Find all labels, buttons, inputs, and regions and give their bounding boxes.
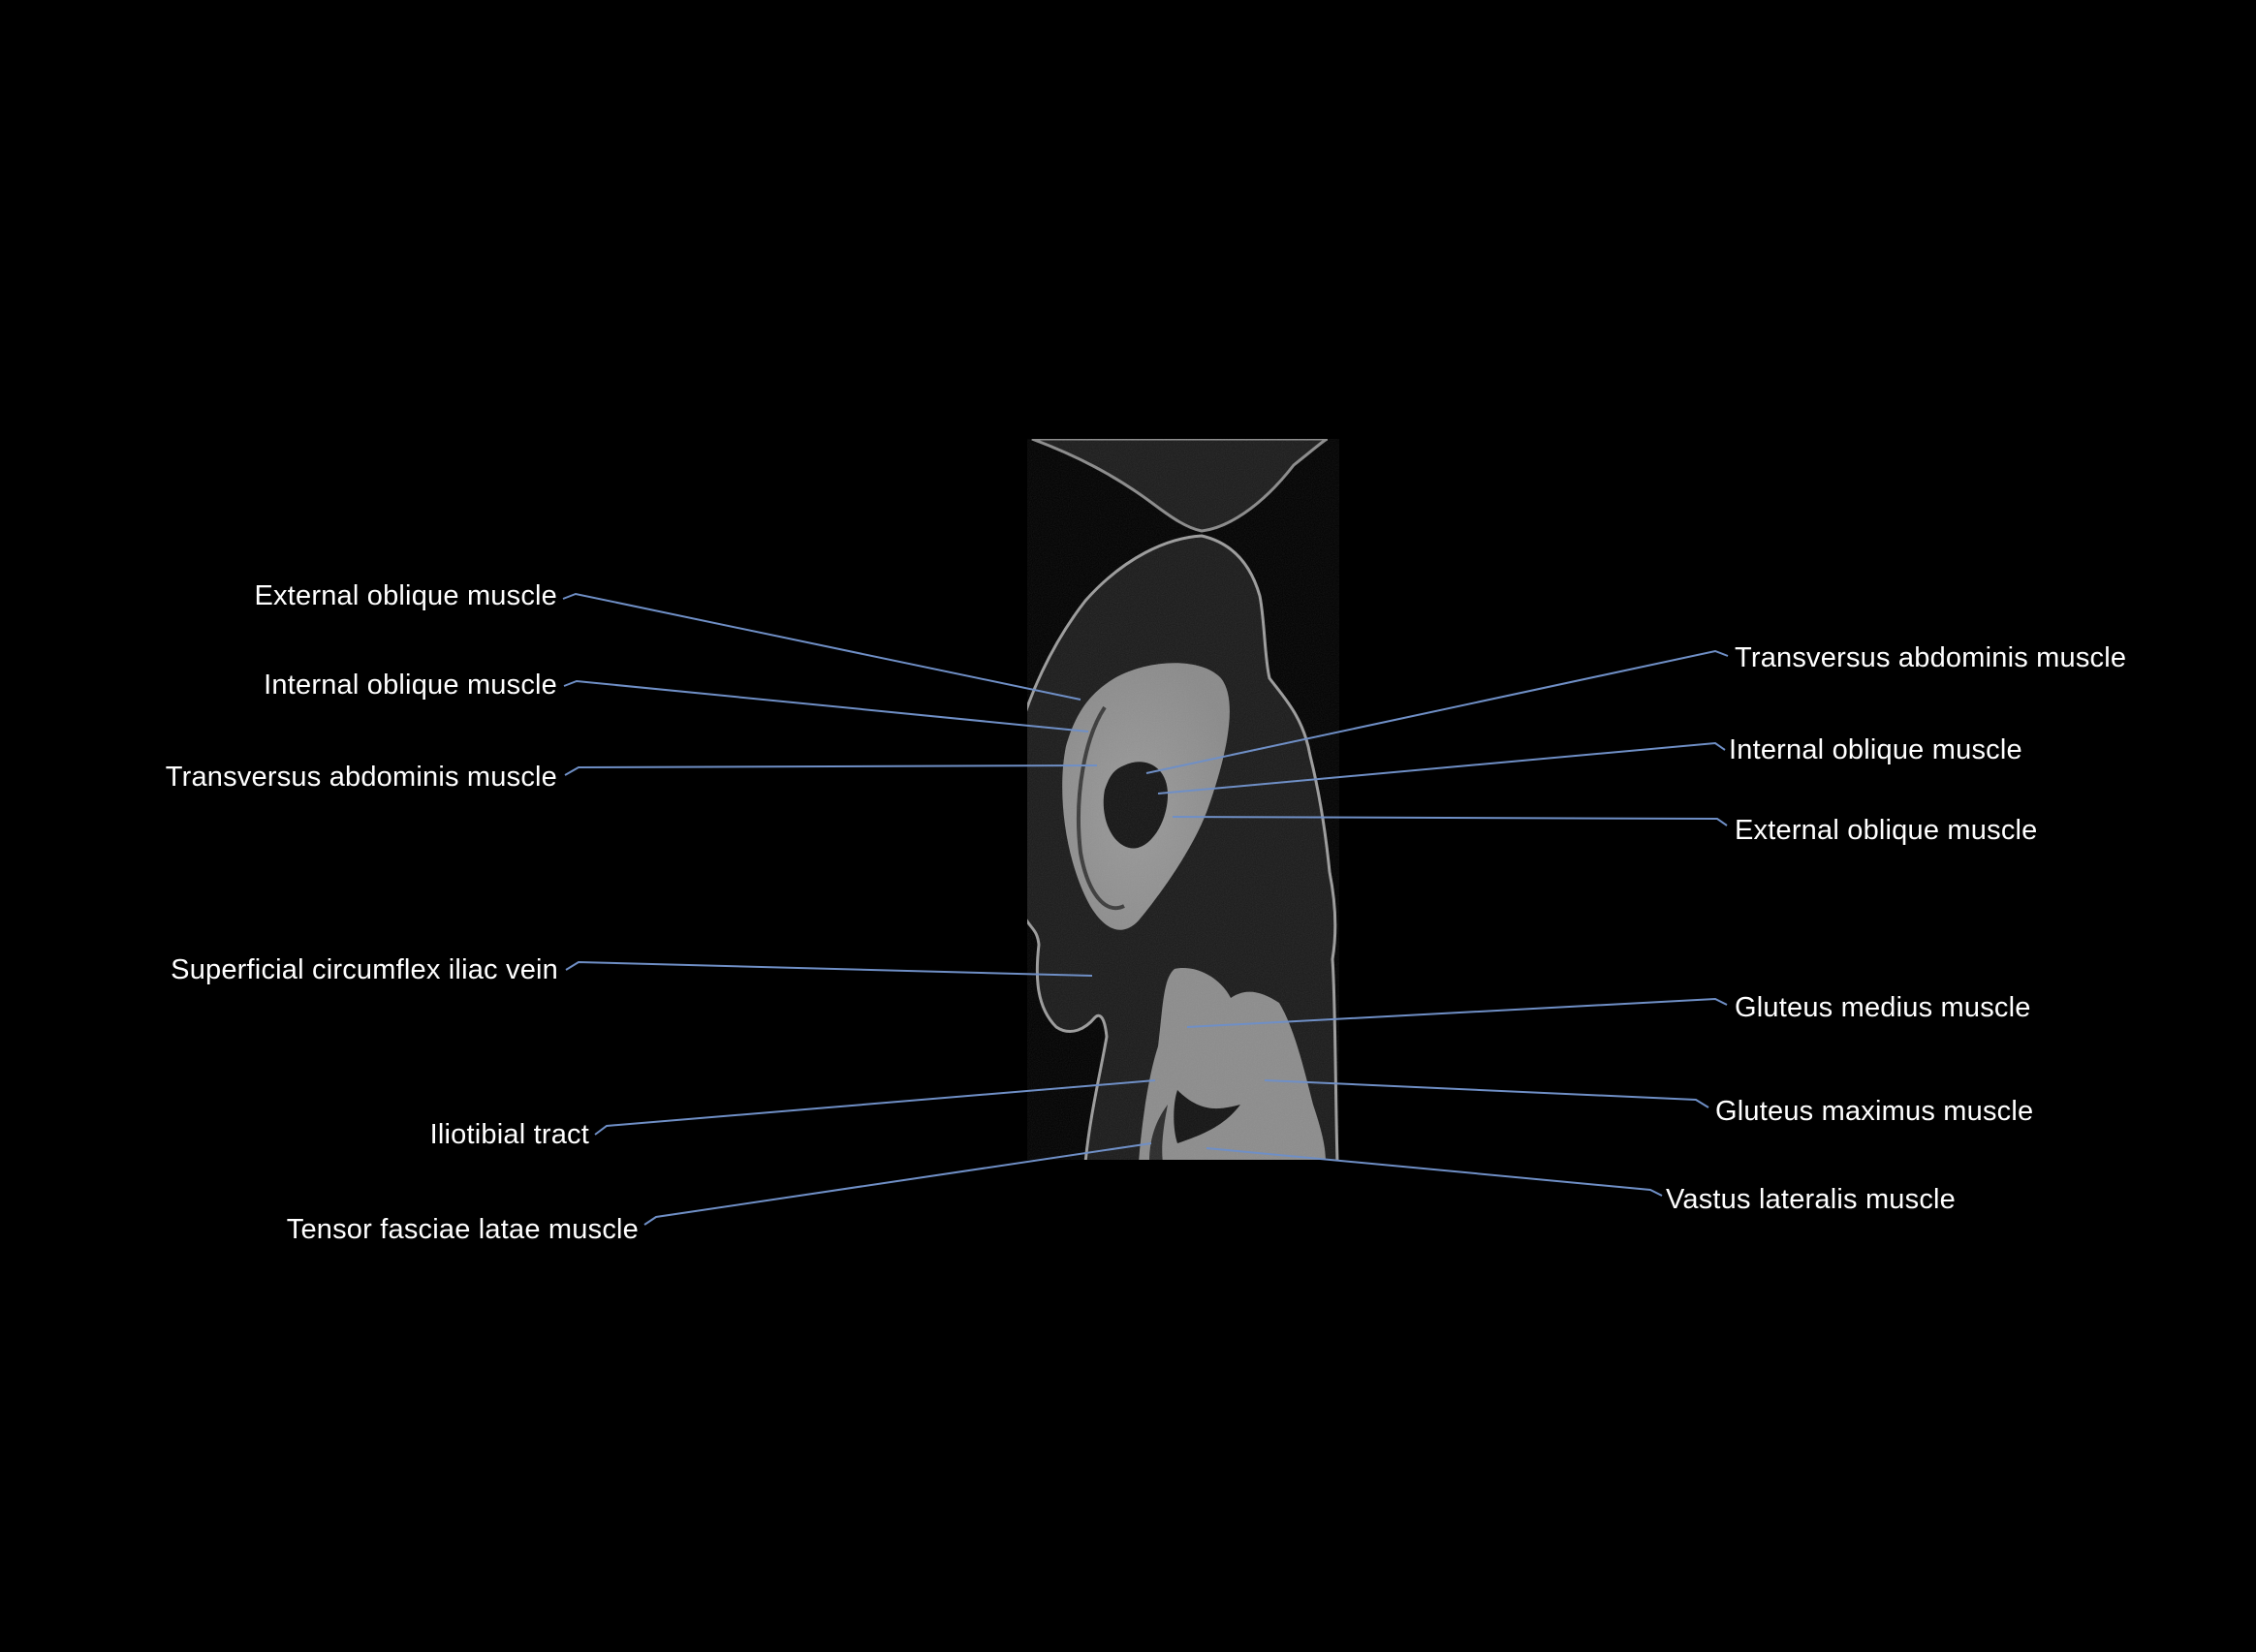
leader-external-oblique-left <box>562 592 1081 701</box>
label-vastus-lateralis: Vastus lateralis muscle <box>1666 1184 1957 1215</box>
label-superficial-circumflex-iliac-vein: Superficial circumflex iliac vein <box>171 954 558 985</box>
leader-gluteus-medius-right <box>1186 997 1728 1028</box>
label-internal-oblique-left: Internal oblique muscle <box>264 670 557 701</box>
leader-external-oblique-right <box>1172 816 1728 826</box>
leader-transversus-right <box>1145 649 1729 774</box>
leader-lines <box>562 592 1729 1226</box>
label-external-oblique-left: External oblique muscle <box>254 580 557 611</box>
leader-vastus-right <box>1206 1147 1663 1197</box>
leader-gluteus-maximus-right <box>1264 1079 1709 1108</box>
leader-internal-oblique-right <box>1157 741 1726 795</box>
label-iliotibial-tract: Iliotibial tract <box>429 1119 589 1150</box>
label-transversus-abdominis-left: Transversus abdominis muscle <box>165 762 557 793</box>
leader-transversus-left <box>564 764 1098 776</box>
label-external-oblique-right: External oblique muscle <box>1735 815 2038 846</box>
label-gluteus-medius: Gluteus medius muscle <box>1735 992 2031 1023</box>
label-gluteus-maximus: Gluteus maximus muscle <box>1715 1096 2034 1127</box>
leader-scia-vein-left <box>565 960 1093 977</box>
leader-internal-oblique-left <box>563 679 1089 732</box>
label-tensor-fasciae-latae: Tensor fasciae latae muscle <box>286 1214 639 1245</box>
label-internal-oblique-right: Internal oblique muscle <box>1729 734 2022 765</box>
ct-slice <box>1027 439 1339 1160</box>
label-transversus-abdominis-right: Transversus abdominis muscle <box>1735 642 2127 673</box>
leader-tensor-left <box>643 1142 1152 1226</box>
leader-iliotibial-left <box>594 1079 1156 1136</box>
